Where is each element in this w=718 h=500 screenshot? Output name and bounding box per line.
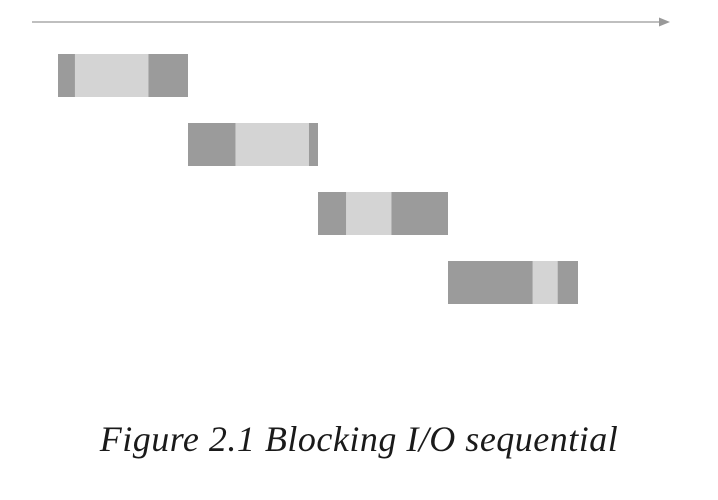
task-bar-4: [448, 261, 578, 304]
task-bar-1: [58, 54, 188, 97]
task-4-segment-3-dark: [557, 261, 578, 304]
task-bar-3: [318, 192, 448, 235]
task-1-segment-1-dark: [58, 54, 75, 97]
timeline-arrowhead: [659, 17, 670, 27]
task-4-segment-1-dark: [448, 261, 533, 304]
task-bar-2: [188, 123, 318, 166]
task-1-segment-2-light: [74, 54, 149, 97]
task-2-segment-2-light: [235, 123, 309, 166]
task-2-segment-1-dark: [188, 123, 236, 166]
task-3-segment-2-light: [346, 192, 392, 235]
figure-caption: Figure 2.1 Blocking I/O sequential: [99, 419, 619, 459]
task-2-segment-3-dark: [308, 123, 318, 166]
task-1-segment-3-dark: [148, 54, 188, 97]
task-3-segment-3-dark: [391, 192, 448, 235]
task-bars: [58, 54, 578, 304]
task-4-segment-2-light: [532, 261, 558, 304]
timeline-arrow: [32, 17, 670, 27]
task-3-segment-1-dark: [318, 192, 347, 235]
